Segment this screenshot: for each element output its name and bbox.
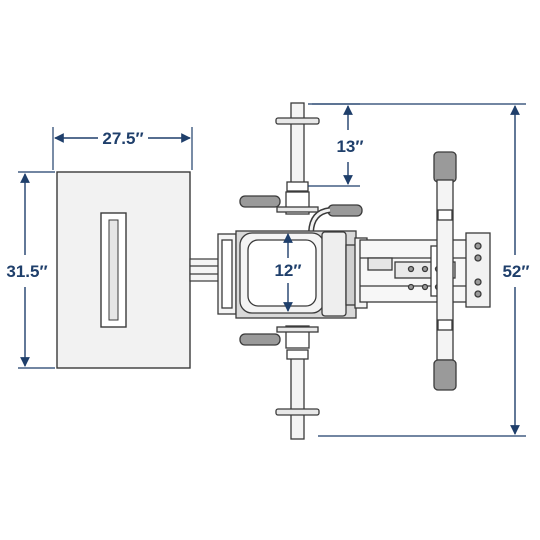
dimension-seat-length: 12″ [270, 233, 306, 312]
bottom-plate-post [275, 325, 320, 440]
dimension-platform-width: 27.5″ [52, 127, 193, 170]
seat-carriage [217, 230, 368, 319]
dimension-overall-length: 52″ [312, 103, 530, 437]
label-overall-length: 52″ [502, 262, 529, 281]
dimension-bar-length: 13″ [308, 103, 364, 187]
label-platform-depth: 31.5″ [6, 262, 47, 281]
handles [239, 195, 363, 346]
dimension-platform-depth: 31.5″ [6, 171, 55, 369]
main-frame [359, 232, 491, 308]
rear-stabilizer [433, 151, 457, 391]
foot-platform [56, 171, 191, 369]
sled-rails [189, 258, 221, 282]
label-bar-length: 13″ [336, 137, 363, 156]
label-seat-length: 12″ [274, 261, 301, 280]
top-plate-post [275, 102, 320, 215]
label-platform-width: 27.5″ [102, 129, 143, 148]
